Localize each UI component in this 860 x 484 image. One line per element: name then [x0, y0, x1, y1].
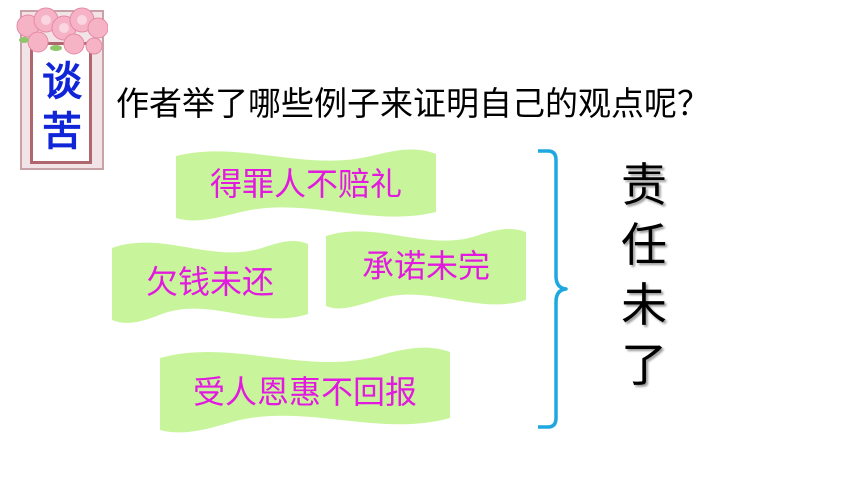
conclusion-char: 了 — [621, 338, 667, 392]
question-text: 作者举了哪些例子来证明自己的观点呢？ — [116, 84, 710, 123]
banner-label: 欠钱未还 — [145, 263, 274, 301]
banner-shape — [176, 149, 436, 221]
example-banner: 得罪人不赔礼 — [176, 144, 436, 230]
right-brace-icon — [538, 149, 568, 429]
banner-label: 承诺未完 — [361, 247, 490, 285]
conclusion-char: 未 — [621, 278, 667, 332]
example-banner: 受人恩惠不回报 — [160, 342, 450, 440]
conclusion-char: 责 — [621, 158, 667, 212]
badge-inner — [30, 42, 92, 164]
conclusion-char: 任 — [621, 218, 667, 272]
banner-shape — [326, 229, 526, 309]
banner-label: 得罪人不赔礼 — [209, 165, 402, 203]
banner-shape — [112, 241, 308, 323]
banner-shape — [160, 347, 450, 433]
example-banner: 欠钱未还 — [112, 234, 308, 332]
banner-label: 受人恩惠不回报 — [192, 373, 417, 411]
title-badge: 谈 苦 — [16, 7, 108, 170]
badge-char-2: 苦 — [42, 109, 82, 155]
example-banner: 承诺未完 — [326, 224, 526, 316]
flower-decoration-icon — [16, 7, 108, 55]
badge-char-1: 谈 — [42, 59, 82, 105]
conclusion-text: 责 任 未 了 — [614, 155, 674, 395]
